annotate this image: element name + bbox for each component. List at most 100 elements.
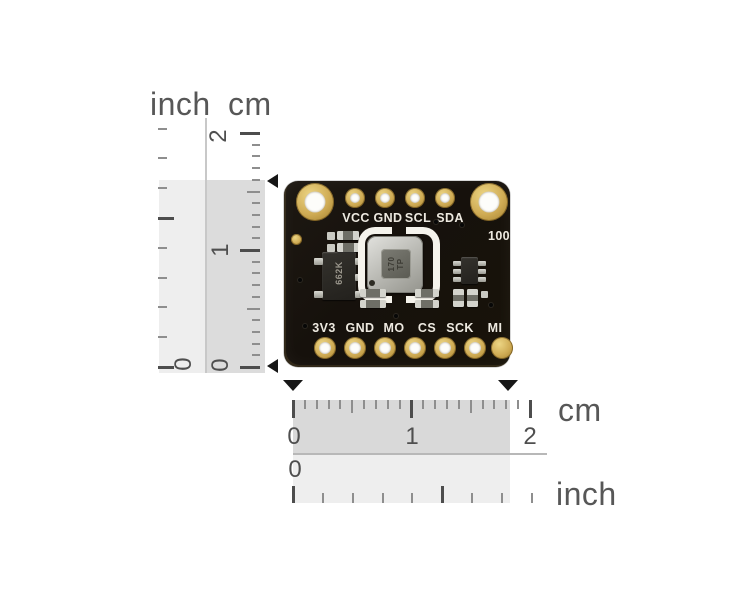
regulator-lead — [314, 291, 323, 298]
via-dot — [303, 324, 307, 328]
sensor-breakout-board: VCC GND SCL SDA 100 662K 170 TP — [284, 181, 513, 367]
ruler-tick — [252, 342, 260, 345]
pin-hole-edge — [491, 337, 513, 359]
horizontal-inch-0-label: 0 — [288, 456, 302, 483]
fiducial-dot — [291, 234, 302, 245]
solder-pad — [481, 291, 488, 298]
solder-pad — [327, 232, 335, 240]
ruler-tick — [315, 400, 318, 409]
pin-label-sda: SDA — [436, 211, 464, 225]
pin-hole-scl — [405, 188, 425, 208]
horizontal-cm-1-label: 1 — [405, 423, 419, 450]
resistor — [360, 300, 386, 308]
vertical-ruler-divider — [205, 118, 207, 373]
ic-lead — [478, 269, 486, 274]
vertical-cm-unit-label: cm — [228, 86, 272, 122]
pin-hole-gnd-top — [375, 188, 395, 208]
ruler-tick — [247, 190, 260, 193]
ruler-tick — [158, 336, 167, 339]
via-dot — [489, 303, 493, 307]
ruler-tick — [158, 276, 167, 279]
ruler-tick — [240, 248, 260, 252]
pin-label-vcc: VCC — [342, 211, 370, 225]
ruler-tick — [252, 202, 260, 205]
capacitor — [467, 289, 478, 307]
ruler-tick — [252, 330, 260, 333]
vertical-cm-extent-band — [206, 180, 265, 373]
ruler-tick — [440, 486, 444, 503]
ic-lead — [453, 277, 461, 282]
vertical-cm-2-label: 2 — [205, 129, 232, 143]
pin-label-mo: MO — [383, 321, 405, 335]
via-dot — [298, 278, 302, 282]
vertical-inch-unit-label: inch — [150, 86, 211, 122]
ruler-tick — [351, 400, 354, 413]
ruler-tick — [471, 493, 474, 503]
solder-pad — [327, 244, 335, 252]
resistor — [415, 289, 439, 297]
voltage-regulator-chip — [322, 252, 356, 300]
ruler-tick — [252, 213, 260, 216]
pin-hole-gnd-bottom — [344, 337, 366, 359]
horizontal-inch-unit-label: inch — [556, 476, 617, 512]
mounting-hole-top-right — [470, 183, 508, 221]
sensor-marking-line1: 170 — [387, 256, 396, 272]
ic-lead — [453, 269, 461, 274]
ruler-tick — [530, 493, 533, 503]
ruler-tick — [457, 400, 460, 409]
ruler-tick — [252, 237, 260, 240]
horizontal-cm-2-label: 2 — [523, 423, 537, 450]
ruler-tick — [398, 400, 401, 409]
ruler-tick — [252, 155, 260, 158]
ruler-tick — [528, 400, 532, 418]
ruler-tick — [303, 400, 306, 409]
resistor — [360, 289, 386, 297]
ruler-tick — [252, 319, 260, 322]
via-dot — [460, 223, 464, 227]
pin-label-gnd-top: GND — [373, 211, 403, 225]
pin-label-3v3: 3V3 — [312, 321, 336, 335]
ruler-tick — [386, 400, 389, 409]
ruler-tick — [252, 354, 260, 357]
ruler-tick — [240, 131, 260, 135]
regulator-lead — [314, 258, 323, 265]
horizontal-cm-0-label: 0 — [287, 423, 301, 450]
ruler-tick — [481, 400, 484, 409]
small-ic-chip — [461, 257, 478, 284]
ruler-tick — [469, 400, 472, 413]
ruler-tick — [321, 493, 324, 503]
horizontal-cm-unit-label: cm — [558, 392, 602, 428]
ruler-tick — [252, 178, 260, 181]
pin-label-cs: CS — [417, 321, 437, 335]
ruler-tick — [158, 187, 167, 190]
ruler-tick — [410, 400, 413, 418]
vertical-inch-extent-band — [159, 180, 206, 373]
ruler-tick — [252, 284, 260, 287]
sensor-marking: 170 TP — [387, 249, 405, 279]
ruler-tick — [327, 400, 330, 409]
via-dot — [394, 314, 398, 318]
ic-lead — [478, 277, 486, 282]
ruler-tick — [158, 216, 174, 220]
ruler-tick — [446, 400, 449, 409]
ruler-tick — [158, 246, 167, 249]
resistor — [337, 243, 360, 252]
ruler-tick — [291, 486, 295, 503]
ruler-tick — [252, 260, 260, 263]
ruler-tick — [500, 493, 503, 503]
sensor-silkscreen-bracket-right — [406, 227, 440, 303]
ruler-tick — [158, 306, 167, 309]
ruler-tick — [517, 400, 520, 409]
pin-label-scl: SCL — [404, 211, 432, 225]
ruler-tick — [411, 493, 414, 503]
pin-label-gnd-bottom: GND — [345, 321, 375, 335]
pin-hole-sck — [434, 337, 456, 359]
vertical-cm-0-label: 0 — [207, 358, 234, 372]
ruler-tick — [505, 400, 508, 409]
ruler-tick — [158, 157, 167, 160]
ruler-tick — [422, 400, 425, 409]
ruler-tick — [252, 225, 260, 228]
ruler-tick — [374, 400, 377, 409]
resistor — [337, 231, 359, 240]
